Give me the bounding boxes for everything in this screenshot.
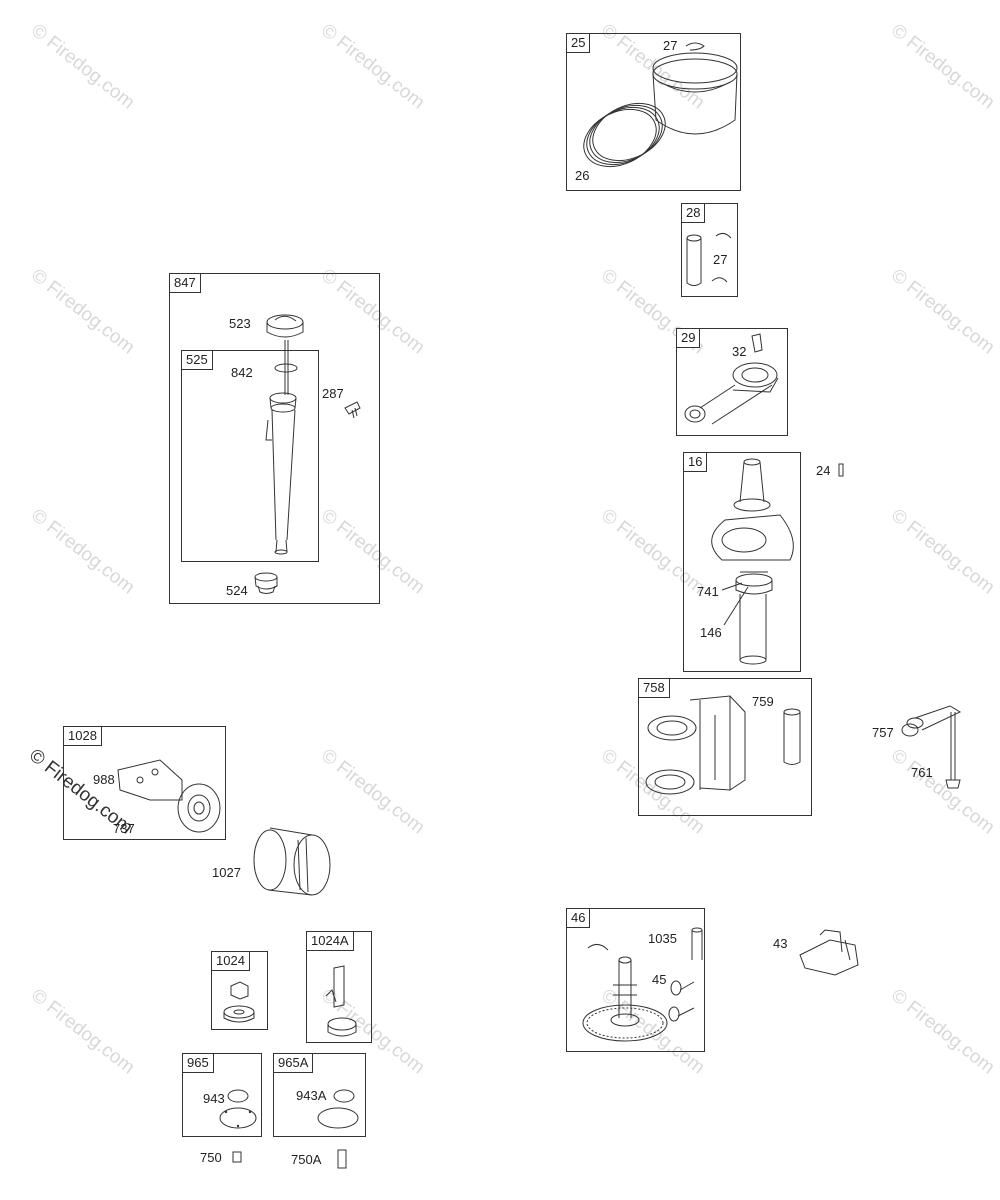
part-label-1035: 1035 [648, 931, 677, 946]
part-label-1027: 1027 [212, 865, 241, 880]
group-1024-box: 1024 [211, 951, 268, 1030]
part-label-523: 523 [229, 316, 251, 331]
part-label-943: 943 [203, 1091, 225, 1106]
group-525-tag: 525 [182, 351, 213, 370]
part-label-43: 43 [773, 936, 788, 951]
part-label-741: 741 [697, 584, 719, 599]
group-965-box: 965 [182, 1053, 262, 1137]
part-label-524: 524 [226, 583, 248, 598]
group-1028-box: 1028 [63, 726, 226, 840]
part-label-988: 988 [93, 772, 115, 787]
group-1024-tag: 1024 [212, 952, 250, 971]
part-label-27: 27 [713, 252, 728, 267]
group-25-box: 25 [566, 33, 741, 191]
part-label-943A: 943A [296, 1088, 327, 1103]
group-847-tag: 847 [170, 274, 201, 293]
group-758-box: 758 [638, 678, 812, 816]
group-16-tag: 16 [684, 453, 708, 472]
part-label-146: 146 [700, 625, 722, 640]
part-label-32: 32 [732, 344, 747, 359]
part-label-842: 842 [231, 365, 253, 380]
group-28-box: 28 [681, 203, 738, 297]
group-1028-tag: 1028 [64, 727, 102, 746]
group-29-box: 29 [676, 328, 788, 436]
part-label-45: 45 [652, 972, 667, 987]
group-847-box: 847 [169, 273, 380, 604]
group-1024A-tag: 1024A [307, 932, 354, 951]
group-525-box: 525 [181, 350, 319, 562]
group-1024A-box: 1024A [306, 931, 372, 1043]
group-965-tag: 965 [183, 1054, 214, 1073]
part-label-750A: 750A [291, 1152, 322, 1167]
part-label-757: 757 [872, 725, 894, 740]
group-46-box: 46 [566, 908, 705, 1052]
group-28-tag: 28 [682, 204, 706, 223]
group-965A-box: 965A [273, 1053, 366, 1137]
group-758-tag: 758 [639, 679, 670, 698]
part-label-24: 24 [816, 463, 831, 478]
part-label-759: 759 [752, 694, 774, 709]
part-label-287: 287 [322, 386, 344, 401]
group-46-tag: 46 [567, 909, 591, 928]
group-965A-tag: 965A [274, 1054, 314, 1073]
part-label-737: 737 [113, 821, 135, 836]
part-label-26: 26 [575, 168, 590, 183]
group-25-tag: 25 [567, 34, 591, 53]
part-label-750: 750 [200, 1150, 222, 1165]
group-16-box: 16 [683, 452, 801, 672]
part-label-761: 761 [911, 765, 933, 780]
group-29-tag: 29 [677, 329, 701, 348]
part-label-27: 27 [663, 38, 678, 53]
